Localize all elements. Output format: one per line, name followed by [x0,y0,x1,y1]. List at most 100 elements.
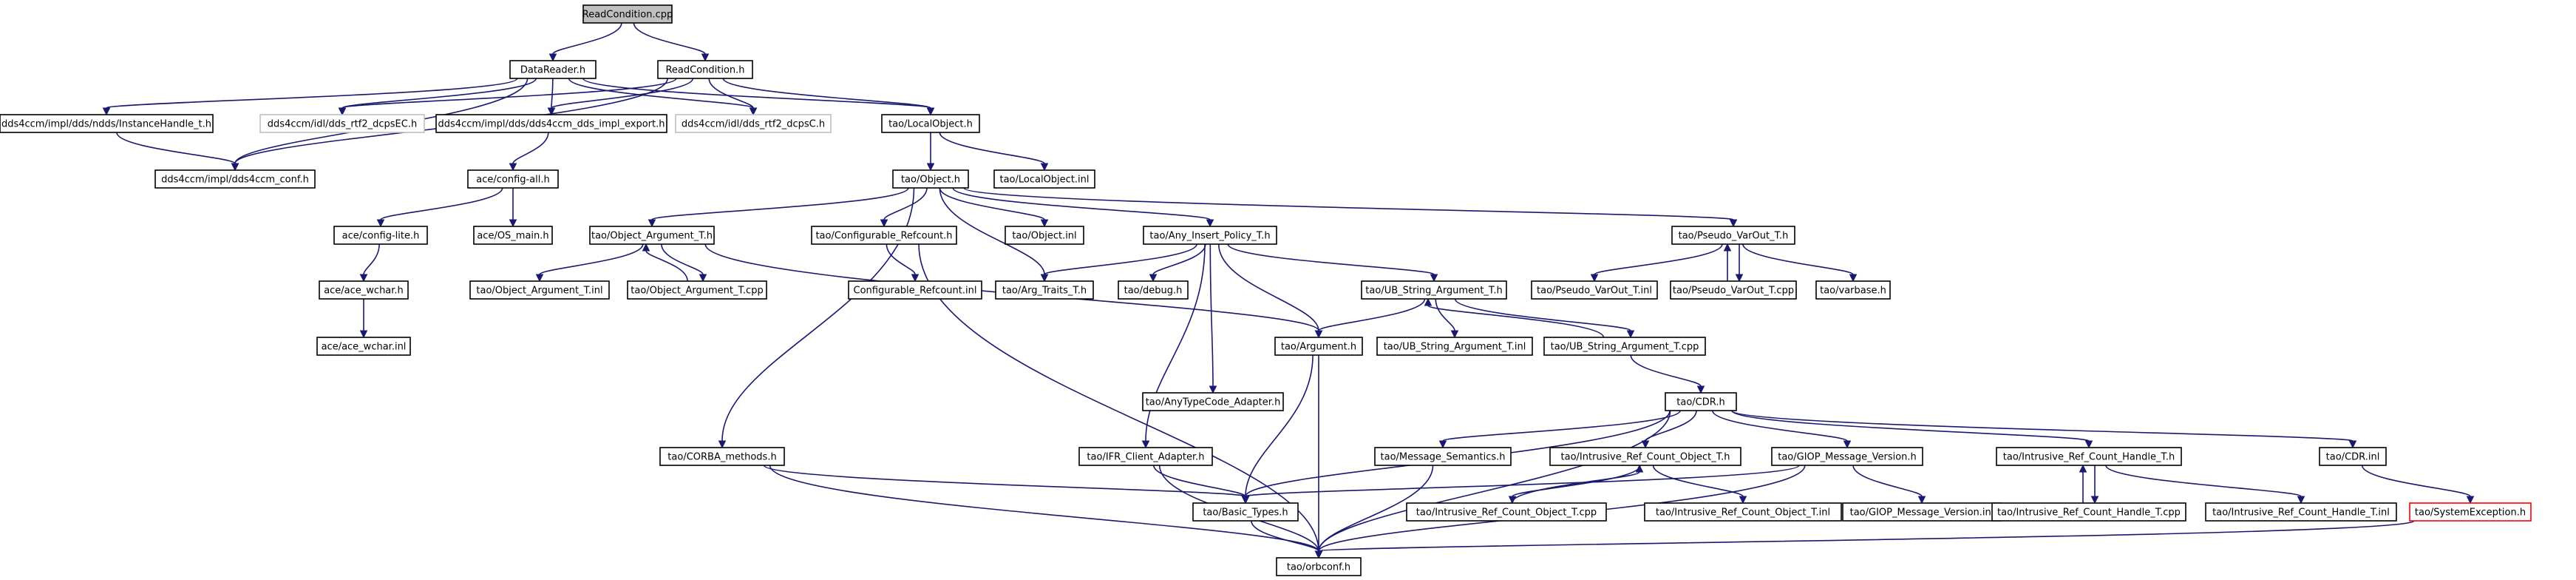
node-tao-ub-string-argument-t-inl[interactable]: tao/UB_String_Argument_T.inl [1376,337,1533,356]
node-label: tao/Basic_Types.h [1203,508,1288,519]
node-tao-object-argument-t-h[interactable]: tao/Object_Argument_T.h [589,226,715,245]
edge-irc-handle-t-h-to-irc-handle-t-cpp [2090,465,2099,505]
node-dds4ccm-impl-dds-ndds-instancehandle-t-h[interactable]: dds4ccm/impl/dds/ndds/InstanceHandle_t.h [0,114,214,133]
node-box [319,280,409,300]
node-box [1078,447,1213,466]
node-dds4ccm-impl-dds4ccm-conf-h[interactable]: dds4ccm/impl/dds4ccm_conf.h [154,169,316,189]
node-tao-pseudo-varout-t-h[interactable]: tao/Pseudo_VarOut_T.h [1671,226,1795,245]
edge-arrowhead [699,274,707,283]
node-ace-os-main-h[interactable]: ace/OS_main.h [473,226,553,245]
node-label: tao/Configurable_Refcount.h [815,231,952,242]
node-box [1361,280,1507,300]
edge-localobject-h-to-object-h [926,132,935,172]
node-tao-configurable-refcount-h[interactable]: tao/Configurable_Refcount.h [811,226,957,245]
node-label: tao/GIOP_Message_Version.inl [1850,508,1994,519]
node-tao-basic-types-h[interactable]: tao/Basic_Types.h [1192,502,1299,522]
edge-cdr-h-to-cdr-inl [1731,410,2357,449]
node-tao-intrusive-ref-count-object-t-h[interactable]: tao/Intrusive_Ref_Count_Object_T.h [1549,447,1741,466]
node-tao-varbase-h[interactable]: tao/varbase.h [1815,280,1891,300]
edge-arrowhead [338,107,347,116]
node-box [1406,502,1607,522]
node-tao-cdr-h[interactable]: tao/CDR.h [1665,392,1737,411]
node-box [657,60,753,79]
node-label: tao/debug.h [1124,286,1183,297]
node-tao-message-semantics-h[interactable]: tao/Message_Semantics.h [1374,447,1512,466]
node-box [675,114,832,133]
edge-line [551,78,554,109]
edge-arrowhead [1450,330,1459,339]
edge-arrowhead [1040,163,1049,172]
edge-arrowhead [1843,440,1852,449]
edge-datareader-h-to-instancehandle-h [102,78,518,116]
node-label: tao/Pseudo_VarOut_T.h [1679,231,1789,242]
node-tao-ub-string-argument-t-cpp[interactable]: tao/UB_String_Argument_T.cpp [1543,337,1706,356]
node-box [467,169,559,189]
edge-line [1318,298,1426,331]
node-tao-giop-message-version-inl[interactable]: tao/GIOP_Message_Version.inl [1842,502,2002,522]
node-label: tao/Message_Semantics.h [1381,452,1506,463]
node-configurable-refcount-inl[interactable]: Configurable_Refcount.inl [848,280,982,300]
edge-line [1630,354,1702,387]
node-label: tao/UB_String_Argument_T.cpp [1551,342,1699,353]
edge-line [551,78,694,109]
node-tao-debug-h[interactable]: tao/debug.h [1118,280,1189,300]
node-label: tao/AnyTypeCode_Adapter.h [1146,397,1281,408]
node-tao-intrusive-ref-count-object-t-inl[interactable]: tao/Intrusive_Ref_Count_Object_T.inl [1644,502,1842,522]
edge-line [952,187,1211,220]
node-tao-intrusive-ref-count-handle-t-h[interactable]: tao/Intrusive_Ref_Count_Handle_T.h [1996,447,2182,466]
edge-line [1435,298,1455,331]
edge-line [1245,465,1800,497]
node-tao-localobject-h[interactable]: tao/LocalObject.h [881,114,980,133]
node-box [1118,280,1189,300]
edge-arrowhead [2090,496,2099,505]
node-tao-object-argument-t-inl[interactable]: tao/Object_Argument_T.inl [469,280,610,300]
node-tao-pseudo-varout-t-cpp[interactable]: tao/Pseudo_VarOut_T.cpp [1670,280,1797,300]
node-box [1815,280,1891,300]
node-tao-corba-methods-h[interactable]: tao/CORBA_methods.h [659,447,785,466]
node-box [811,226,957,245]
node-tao-localobject-inl[interactable]: tao/LocalObject.inl [993,169,1095,189]
edge-any-insert-policy-t-h-to-arg-traits-t-h [1040,243,1197,283]
node-tao-intrusive-ref-count-handle-t-inl[interactable]: tao/Intrusive_Ref_Count_Handle_T.inl [2205,502,2397,522]
edge-cdr-h-to-irc-handle-t-h [1731,410,2093,449]
node-box [659,447,785,466]
node-tao-ifr-client-adapter-h[interactable]: tao/IFR_Client_Adapter.h [1078,447,1213,466]
edge-line [2361,465,2471,497]
edge-arrowhead [1206,219,1214,228]
node-tao-any-insert-policy-t-h[interactable]: tao/Any_Insert_Policy_T.h [1143,226,1277,245]
node-tao-giop-message-version-h[interactable]: tao/GIOP_Message_Version.h [1771,447,1923,466]
node-tao-systemexception-h[interactable]: tao/SystemException.h [2409,502,2532,522]
edge-readcondition-h-to-localobject-h [722,78,935,116]
node-datareader-h[interactable]: DataReader.h [509,60,597,79]
node-tao-cdr-inl[interactable]: tao/CDR.inl [2319,447,2387,466]
node-tao-intrusive-ref-count-handle-t-cpp[interactable]: tao/Intrusive_Ref_Count_Handle_T.cpp [1991,502,2186,522]
edge-ace-wchar-h-to-ace-wchar-inl [359,298,368,339]
node-tao-object-h[interactable]: tao/Object.h [892,169,969,189]
edge-pseudo-varout-t-h-to-varbase-h [1742,243,1858,283]
edge-line [633,22,706,55]
edge-line [552,22,622,55]
node-tao-object-argument-t-cpp[interactable]: tao/Object_Argument_T.cpp [627,280,767,300]
node-tao-ub-string-argument-t-h[interactable]: tao/UB_String_Argument_T.h [1361,280,1507,300]
edge-irc-object-t-cpp-to-irc-object-t-h [1511,464,1644,504]
node-tao-object-inl[interactable]: tao/Object.inl [1005,226,1084,245]
node-tao-argument-h[interactable]: tao/Argument.h [1274,337,1363,356]
node-label: tao/Intrusive_Ref_Count_Object_T.cpp [1416,508,1597,519]
edge-ifr-client-adapter-h-to-basic-types-h [1153,465,1250,505]
edge-datareader-h-to-localobject-h [582,78,935,116]
node-dds4ccm-impl-dds-dds4ccm-dds-impl-export-h[interactable]: dds4ccm/impl/dds/dds4ccm_dds_impl_export… [435,114,667,133]
node-tao-anytypecode-adapter-h[interactable]: tao/AnyTypeCode_Adapter.h [1142,392,1284,411]
node-tao-arg-traits-t-h[interactable]: tao/Arg_Traits_T.h [995,280,1094,300]
node-readcondition-h[interactable]: ReadCondition.h [657,60,753,79]
node-ace-config-lite-h[interactable]: ace/config-lite.h [333,226,428,245]
node-ace-ace-wchar-inl[interactable]: ace/ace_wchar.inl [316,337,411,356]
node-tao-intrusive-ref-count-object-t-cpp[interactable]: tao/Intrusive_Ref_Count_Object_T.cpp [1406,502,1607,522]
node-ace-config-all-h[interactable]: ace/config-all.h [467,169,559,189]
edge-line [1742,243,1854,275]
edge-cdr-inl-to-systemexception-h [2361,465,2475,505]
node-tao-pseudo-varout-t-inl[interactable]: tao/Pseudo_VarOut_T.inl [1531,280,1658,300]
edge-line [939,132,1045,164]
node-tao-orbconf-h[interactable]: tao/orbconf.h [1276,557,1362,576]
node-ace-ace-wchar-h[interactable]: ace/ace_wchar.h [319,280,409,300]
edge-line [763,465,1246,497]
